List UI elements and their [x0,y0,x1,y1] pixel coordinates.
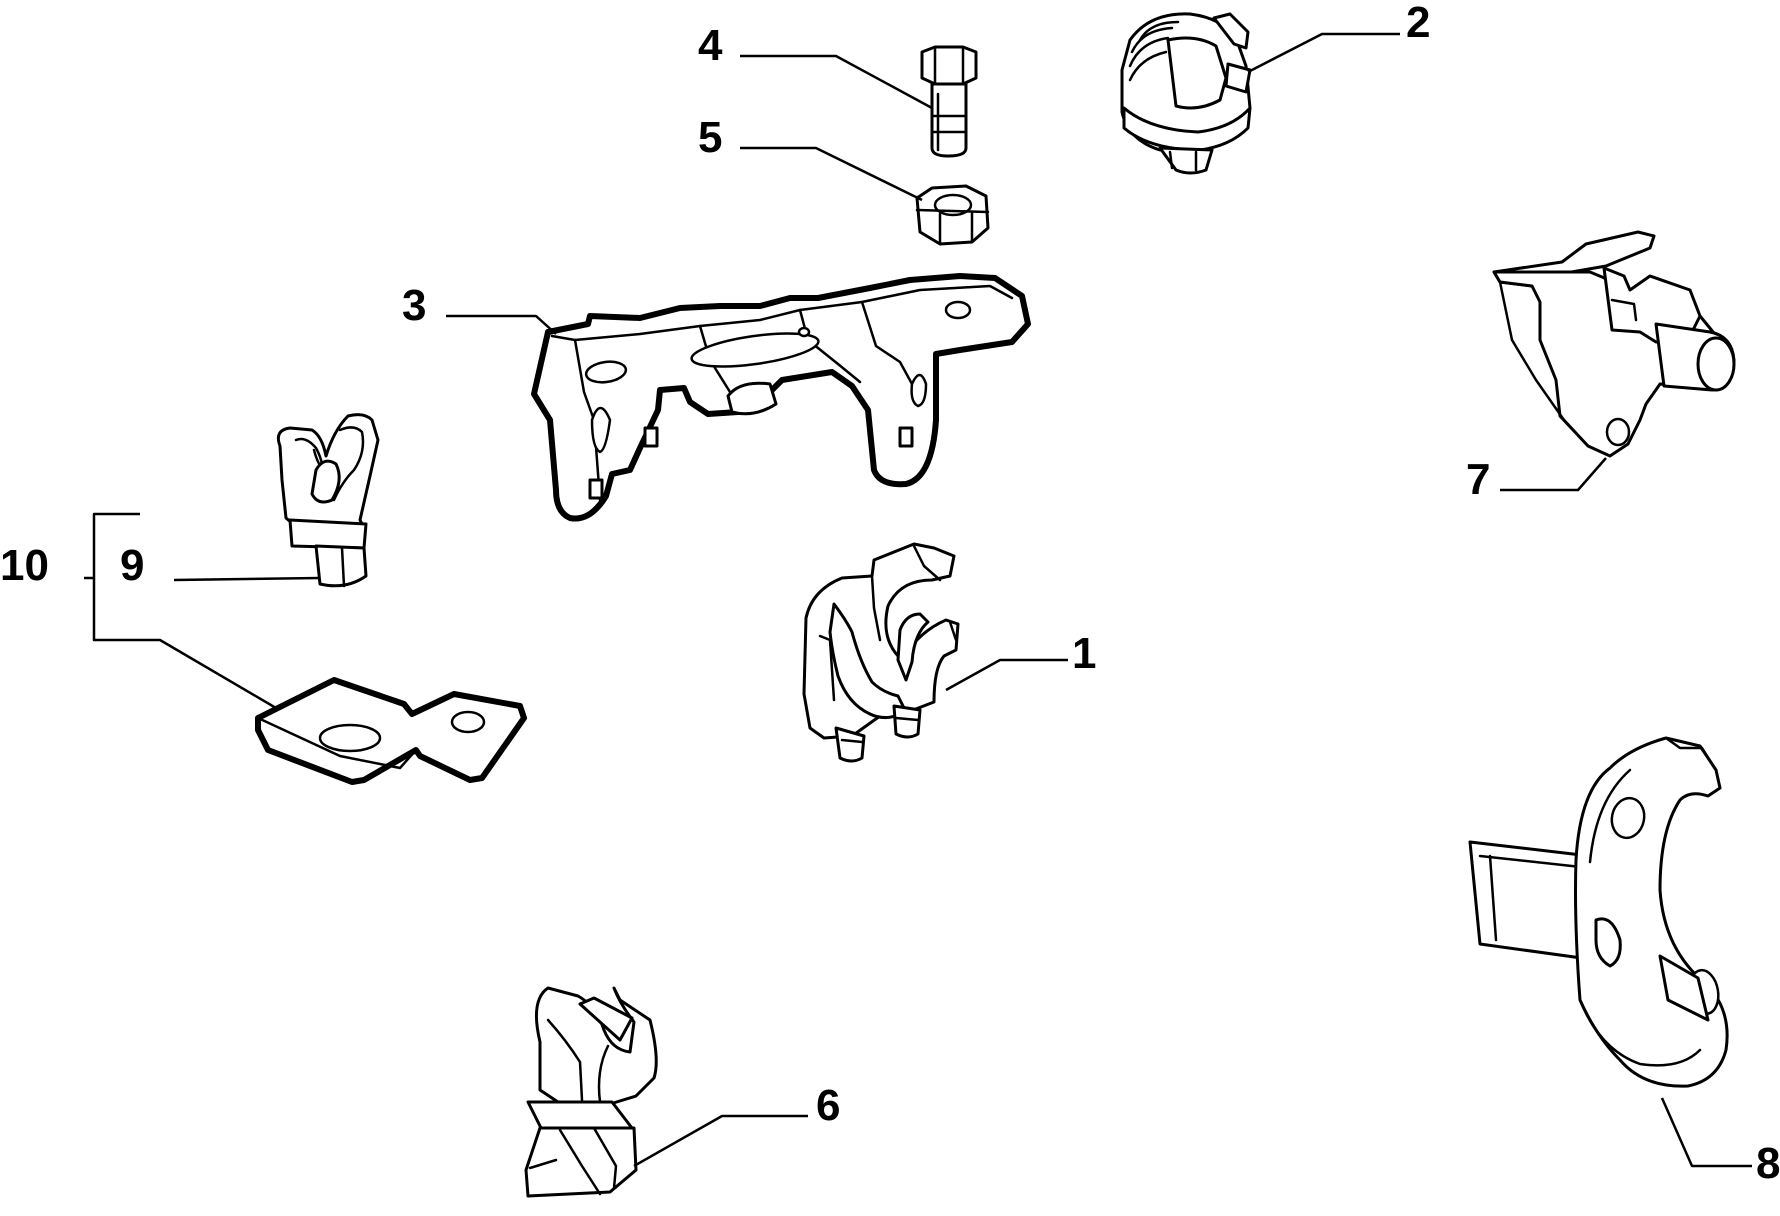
part-1-double-clip [802,542,960,763]
part-5-nut [915,184,990,246]
leader-lines [84,32,1752,1168]
leader-2 [1247,32,1400,74]
callout-8: 8 [1756,1139,1780,1188]
part-7-bent-bracket [1492,230,1736,458]
callout-2: 2 [1406,0,1430,47]
part-4-bolt [920,45,978,158]
leader-10 [84,512,140,580]
leader-3 [446,314,557,335]
callout-1: 1 [1072,629,1096,678]
callout-4: 4 [698,21,723,70]
leader-4 [740,54,933,110]
part-9-pin-clip [276,413,380,588]
callout-9: 9 [120,541,144,590]
callout-labels: 1 2 3 4 5 6 7 8 9 10 [0,0,1780,1188]
callout-10: 10 [0,541,49,590]
leader-8 [1660,1097,1752,1168]
leader-7 [1500,457,1607,492]
part-8-hook-bracket [1468,736,1729,1088]
leader-6 [633,1114,808,1168]
callout-3: 3 [402,281,426,330]
leader-1 [945,658,1068,692]
part-2-cable-clip [1120,12,1252,175]
part-10-flat-bracket [255,677,527,785]
part-6-pipe-clip [524,986,658,1198]
leader-9 [173,576,321,582]
leader-5 [740,146,923,202]
callout-7: 7 [1466,455,1490,504]
leader-10b [92,578,277,710]
part-3-bracket [531,273,1031,522]
callout-6: 6 [816,1081,840,1130]
callout-5: 5 [698,113,722,162]
